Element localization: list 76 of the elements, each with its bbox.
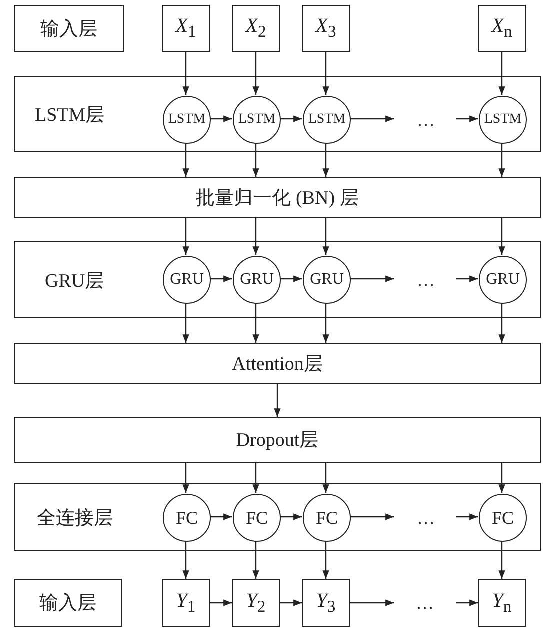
layer-box: 输入层 [14,5,124,52]
arrow [280,116,302,122]
layer-label: GRU层 [45,270,104,294]
variable-box: Y$_{n}$ [478,579,526,627]
arrow [252,303,260,343]
layer-box: Attention层 [14,343,541,384]
layer-panel [14,241,541,318]
arrow [210,116,232,122]
arrow [322,303,330,343]
arrow [182,218,190,255]
arrow [456,514,478,520]
unit-circle: FC [233,494,281,542]
unit-circle: GRU [163,256,211,304]
arrow [280,514,302,520]
arrow [456,116,478,122]
arrow [350,600,394,606]
unit-circle: GRU [479,256,527,304]
variable-box: X$_{2}$ [232,5,280,52]
arrow [498,303,506,343]
unit-circle: LSTM [479,96,527,144]
layer-label: 全连接层 [37,507,113,531]
arrow [252,218,260,255]
variable-box: X$_{3}$ [302,5,350,52]
ellipsis: … [395,106,457,134]
layer-box: 输入层 [14,579,122,627]
arrow [350,116,394,122]
layer-panel [14,76,541,152]
arrow [182,52,190,95]
variable-box: Y$_{1}$ [162,579,210,627]
arrow [350,276,394,282]
arrow [182,303,190,343]
variable-box: Y$_{2}$ [232,579,280,627]
arrow [252,541,260,579]
arrow [182,143,190,177]
ellipsis: … [395,504,457,532]
arrow [274,384,281,417]
ellipsis: … [394,589,456,617]
arrow [252,52,260,95]
ellipsis: … [395,266,457,294]
arrow [322,143,330,177]
layer-box: Dropout层 [14,417,541,463]
arrow [280,600,302,606]
arrow [498,218,506,255]
unit-circle: GRU [303,256,351,304]
variable-box: X$_{1}$ [162,5,210,52]
arrow [280,276,302,282]
arrow [322,541,330,579]
arrow [210,276,232,282]
unit-circle: LSTM [163,96,211,144]
arrow [498,463,506,493]
arrow [498,52,506,95]
unit-circle: FC [303,494,351,542]
arrow [350,514,394,520]
arrow [322,218,330,255]
unit-circle: LSTM [233,96,281,144]
unit-circle: GRU [233,256,281,304]
arrow [210,514,232,520]
layer-box: 批量归一化 (BN) 层 [14,177,541,218]
unit-circle: LSTM [303,96,351,144]
arrow [252,463,260,493]
unit-circle: FC [163,494,211,542]
layer-panel [14,483,541,551]
variable-box: X$_{n}$ [478,5,526,52]
variable-box: Y$_{3}$ [302,579,350,627]
arrow [456,600,478,606]
arrow [498,541,506,579]
arrow [322,463,330,493]
arrow [182,463,190,493]
arrow [322,52,330,95]
arrow [498,143,506,177]
arrow [252,143,260,177]
layer-label: LSTM层 [35,104,105,128]
arrow [210,600,232,606]
unit-circle: FC [479,494,527,542]
arrow [456,276,478,282]
arrow [182,541,190,579]
